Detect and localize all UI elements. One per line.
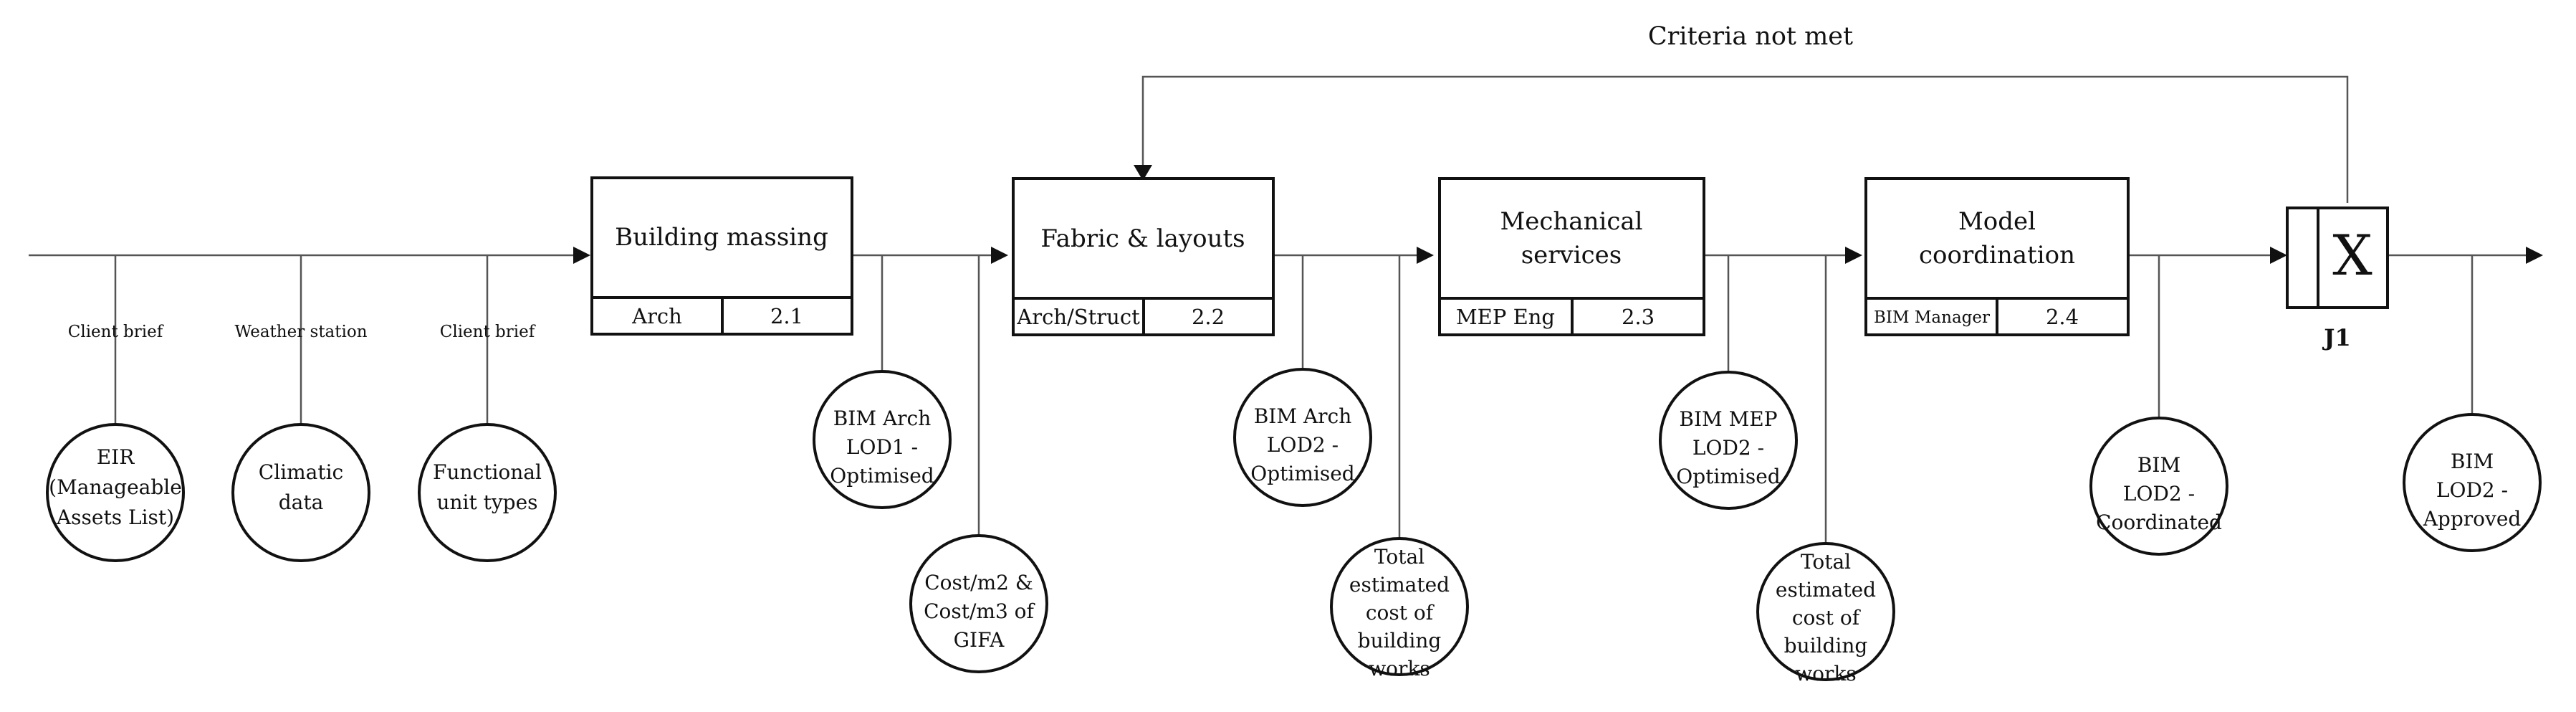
node-text-line: (Manageable xyxy=(49,475,182,499)
process-title: services xyxy=(1521,241,1622,270)
input-node: Climatic data xyxy=(231,423,370,562)
node-text-line: LOD1 - xyxy=(846,435,918,459)
process-title: Mechanical xyxy=(1500,207,1642,236)
feedback-loop xyxy=(1134,75,2349,203)
node-text-line: data xyxy=(279,490,324,514)
node-text-line: LOD2 - xyxy=(1267,433,1339,457)
node-text-line: unit types xyxy=(436,490,537,514)
output-nodes: BIM Arch LOD1 - Optimised Cost/m2 & Cost… xyxy=(813,368,2542,685)
node-text-line: estimated xyxy=(1349,573,1450,597)
input-label: Client brief xyxy=(440,323,536,341)
output-node: BIM Arch LOD1 - Optimised xyxy=(813,370,952,509)
node-text-line: Total xyxy=(1801,550,1851,574)
node-text-line: Total xyxy=(1374,545,1425,569)
node-text-line: Cost/m2 & xyxy=(924,571,1033,594)
process-title: Fabric & layouts xyxy=(1040,224,1245,253)
process-role: Arch/Struct xyxy=(1016,305,1140,329)
input-nodes: EIR (Manageable Assets List) Climatic da… xyxy=(46,423,557,562)
criteria-not-met-label: Criteria not met xyxy=(1648,22,1853,51)
process-box-2-3: Mechanical services MEP Eng 2.3 xyxy=(1438,177,1705,336)
process-role: Arch xyxy=(631,304,682,328)
output-node: Total estimated cost of building works xyxy=(1756,542,1895,685)
node-text-line: building xyxy=(1358,629,1442,652)
process-number: 2.3 xyxy=(1622,305,1655,329)
output-branch-lines xyxy=(881,255,2474,544)
node-text-line: BIM Arch xyxy=(833,407,932,430)
output-node: BIM Arch LOD2 - Optimised xyxy=(1233,368,1372,507)
process-number: 2.4 xyxy=(2046,305,2079,329)
node-text-line: estimated xyxy=(1776,578,1876,602)
input-node: Functional unit types xyxy=(418,423,557,562)
node-text-line: Optimised xyxy=(830,464,934,488)
main-flow-lines xyxy=(29,247,2543,264)
process-box-2-4: Model coordination BIM Manager 2.4 xyxy=(1864,177,2130,336)
input-label: Client brief xyxy=(68,323,164,341)
node-text-line: Climatic xyxy=(259,460,343,484)
output-node: BIM MEP LOD2 - Optimised xyxy=(1659,371,1798,510)
node-text-line: BIM xyxy=(2451,450,2494,473)
process-box-2-2: Fabric & layouts Arch/Struct 2.2 xyxy=(1012,177,1275,336)
process-number: 2.2 xyxy=(1192,305,1225,329)
node-text-line: Cost/m3 of xyxy=(924,599,1035,623)
process-role: BIM Manager xyxy=(1874,308,1990,327)
process-title: coordination xyxy=(1919,241,2075,270)
input-branch-lines xyxy=(114,255,489,427)
node-text-line: LOD2 - xyxy=(2436,478,2508,502)
process-number: 2.1 xyxy=(770,304,803,328)
node-text-line: LOD2 - xyxy=(1692,436,1764,460)
node-text-line: cost of xyxy=(1792,606,1862,630)
output-node: BIM LOD2 - Approved xyxy=(2403,413,2542,552)
output-node: Cost/m2 & Cost/m3 of GIFA xyxy=(909,534,1048,673)
node-text-line: works xyxy=(1369,657,1430,680)
input-label: Weather station xyxy=(234,323,367,341)
node-text-line: BIM xyxy=(2137,453,2180,477)
node-text-line: building xyxy=(1784,634,1868,658)
input-node: EIR (Manageable Assets List) xyxy=(46,423,185,562)
node-text-line: Optimised xyxy=(1676,465,1781,488)
process-box-2-1: Building massing Arch 2.1 xyxy=(590,176,853,336)
node-text-line: works xyxy=(1795,662,1857,685)
node-text-line: EIR xyxy=(97,445,135,469)
header-label: Criteria not met xyxy=(1648,22,1853,51)
junction-j1: X J1 xyxy=(2286,207,2389,351)
node-text-line: GIFA xyxy=(954,628,1005,652)
node-text-line: BIM Arch xyxy=(1254,404,1352,428)
node-text-line: Optimised xyxy=(1250,462,1355,485)
process-boxes: Building massing Arch 2.1 Fabric & layou… xyxy=(590,176,2130,336)
node-text-line: BIM MEP xyxy=(1679,407,1777,431)
output-node: Total estimated cost of building works xyxy=(1330,537,1469,680)
node-text-line: Assets List) xyxy=(56,505,174,529)
process-title: Model xyxy=(1958,207,2036,236)
node-text-line: Approved xyxy=(2423,507,2522,531)
process-title: Building massing xyxy=(615,223,828,252)
output-node: BIM LOD2 - Coordinated xyxy=(2089,417,2228,556)
junction-label: J1 xyxy=(2322,324,2350,351)
input-labels: Client brief Weather station Client brie… xyxy=(68,323,536,341)
node-text-line: LOD2 - xyxy=(2123,482,2195,505)
junction-x-symbol: X xyxy=(2332,224,2372,288)
node-text-line: Coordinated xyxy=(2096,511,2222,534)
process-role: MEP Eng xyxy=(1456,305,1555,329)
node-text-line: Functional xyxy=(433,460,542,484)
node-text-line: cost of xyxy=(1366,601,1435,625)
